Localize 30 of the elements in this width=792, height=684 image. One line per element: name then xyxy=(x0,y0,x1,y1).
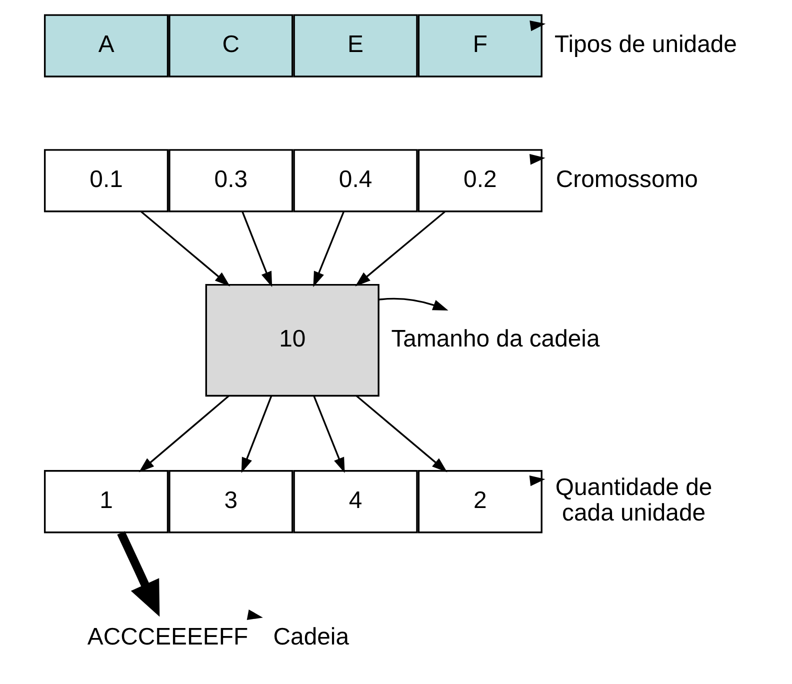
arrow xyxy=(116,531,160,617)
arrow xyxy=(355,395,447,472)
node-box: 0.1 xyxy=(43,149,168,212)
arrow xyxy=(246,609,262,620)
node-box: 0.4 xyxy=(292,149,418,212)
node-box: 3 xyxy=(168,470,293,534)
node-box: C xyxy=(168,14,293,78)
node-box: 0.3 xyxy=(168,149,293,212)
arrow xyxy=(378,298,448,310)
arrow xyxy=(138,395,229,472)
node-text: Tipos de unidade xyxy=(554,31,736,58)
arrow xyxy=(529,154,545,165)
arrow xyxy=(240,396,272,474)
arrow xyxy=(312,211,344,288)
node-text: Cadeia xyxy=(272,624,348,651)
node-box: 10 xyxy=(204,284,379,397)
arrow xyxy=(312,396,344,473)
node-text: Tamanho da cadeia xyxy=(390,326,600,353)
arrow xyxy=(354,211,445,286)
node-text: Cromossomo xyxy=(555,166,698,193)
node-box: 1 xyxy=(43,470,168,534)
node-text: Quantidade de cada unidade xyxy=(554,474,712,527)
arrow xyxy=(241,211,272,288)
node-box: E xyxy=(292,14,418,78)
arrow xyxy=(528,475,545,486)
node-text: ACCCEEEEFF xyxy=(86,624,248,651)
arrow xyxy=(140,211,230,286)
node-box: 4 xyxy=(292,470,418,534)
node-box: A xyxy=(43,14,168,78)
arrow xyxy=(529,20,546,32)
